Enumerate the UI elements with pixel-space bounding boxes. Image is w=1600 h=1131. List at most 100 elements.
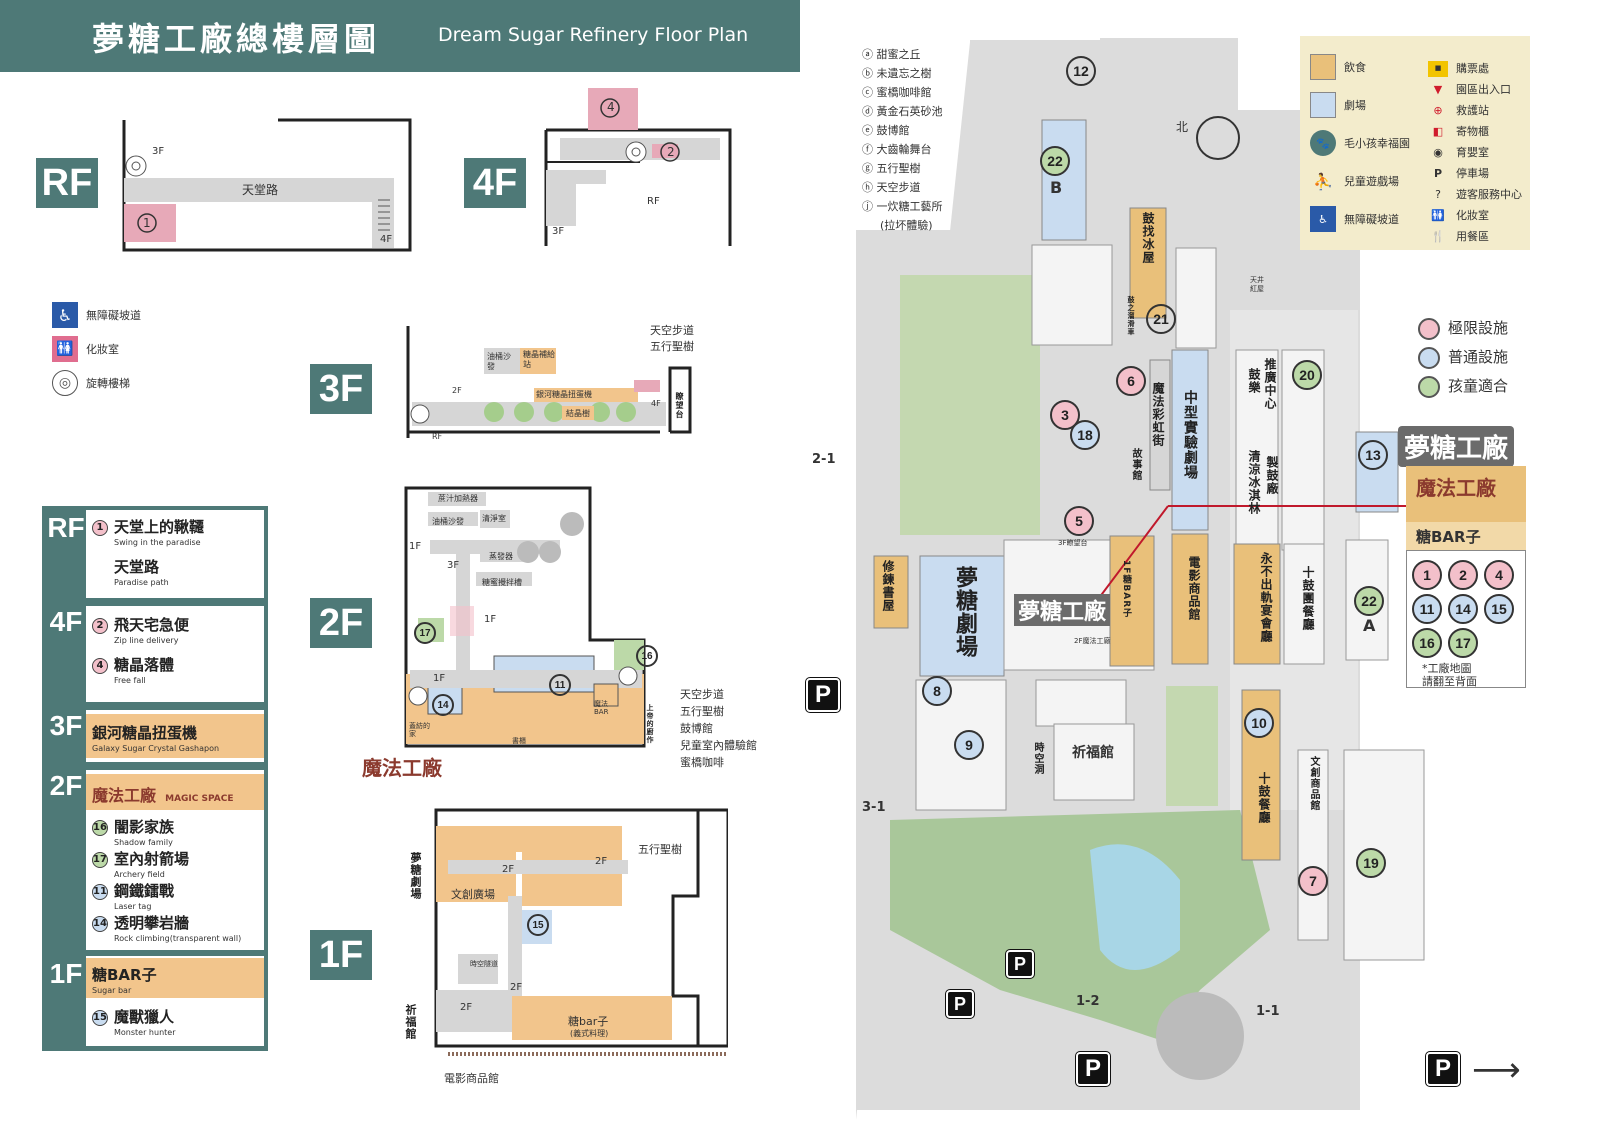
legend-spiral-stair: ◎ 旋轉樓梯 [52, 370, 141, 396]
1f-num-15: 15 [527, 914, 549, 936]
4f-to-3f: 3F [552, 226, 565, 237]
restroom-icon: 🚻 [52, 336, 78, 362]
2f-down-1f-c: 1F [433, 673, 446, 684]
left-legend: ♿ 無障礙坡道 🚻 化妝室 ◎ 旋轉樓梯 [52, 302, 141, 396]
parking-icon[interactable]: P [1425, 1051, 1461, 1087]
2f-down-1f-a: 1F [409, 541, 422, 552]
bldg-factory-label: 夢糖工廠 [1014, 594, 1111, 626]
factory-card-magic: 魔法工廠 [1416, 476, 1496, 500]
first-aid-icon: ⊕ [1433, 104, 1443, 117]
playground-icon: ⛹ [1313, 171, 1333, 191]
1f-up-2f-a: 2F [502, 864, 515, 875]
bldg-ice-cream: 清涼冰淇林 [1247, 450, 1261, 515]
factory-num-14: 14 [1448, 594, 1478, 624]
bldg-drum-film: 鼓樂 [1247, 368, 1261, 394]
wheelchair-icon: ♿ [52, 302, 78, 328]
bldg-middle-theater: 中型實驗劇場 [1182, 390, 1198, 480]
2f-climb-home: 蓋紡的家 [409, 722, 430, 738]
facility-10[interactable]: 10 [1244, 708, 1274, 738]
facility-18[interactable]: 18 [1070, 420, 1100, 450]
nursery-icon: ◉ [1433, 146, 1443, 159]
2f-label-honey-cafe: 蜜橋咖啡 [680, 756, 724, 769]
ticket-icon: ■ [1428, 60, 1448, 77]
4f-num-4: 4 [607, 100, 615, 114]
bldg-drum-factory: 製鼓廠 [1265, 456, 1279, 495]
factory-card-bar: 糖BAR子 [1416, 528, 1481, 546]
1f-sugar-bar-sub: (義式料理) [570, 1029, 609, 1038]
2f-cleaner: 清淨室 [482, 514, 506, 523]
facility-6[interactable]: 6 [1116, 366, 1146, 396]
info-icon: ? [1435, 188, 1441, 201]
3f-oil-sofa: 油桶沙發 [487, 352, 511, 371]
4f-floor-plan [544, 88, 732, 246]
3f-crystal-tree: 結晶樹 [566, 409, 590, 418]
factory-num-16: 16 [1412, 628, 1442, 658]
2f-num-17: 17 [414, 622, 436, 644]
facility-7[interactable]: 7 [1298, 866, 1328, 896]
facility-9[interactable]: 9 [954, 730, 984, 760]
factory-num-15: 15 [1484, 594, 1514, 624]
3f-observation: 瞭望台 [675, 392, 684, 419]
2f-num-14: 14 [432, 694, 454, 716]
3f-floor-plan [406, 326, 692, 438]
facility-8[interactable]: 8 [922, 676, 952, 706]
2f-magic-bar: 魔法BAR [594, 700, 609, 716]
1f-up-2f-d: 2F [460, 1002, 473, 1013]
2f-num-16: 16 [636, 645, 658, 667]
floor-tag-2f: 2F [310, 598, 372, 648]
2f-label-kids-indoor: 兒童室內體驗館 [680, 739, 757, 752]
1f-up-2f-c: 2F [510, 982, 523, 993]
facility-22b[interactable]: 22 [1040, 146, 1070, 176]
bldg-ten-drum: 十鼓團餐廳 [1301, 566, 1315, 631]
3f-gashapon: 銀河糖晶扭蛋機 [536, 390, 592, 399]
gate-1-1: 1-1 [1256, 1004, 1280, 1019]
entrance-icon: ▼ [1433, 83, 1443, 96]
parking-icon[interactable]: P [805, 677, 841, 713]
factory-card-title: 夢糖工廠 [1398, 426, 1515, 467]
gate-3-1: 3-1 [862, 800, 886, 815]
facility-5[interactable]: 5 [1064, 506, 1094, 536]
2f-sugar-mixer: 糖蜜攪拌槽 [482, 578, 522, 587]
wheelchair-icon: ♿ [1310, 206, 1336, 232]
2f-oil-sofa: 油桶沙發 [432, 517, 464, 526]
parking-icon[interactable]: P [1005, 949, 1035, 979]
facility-13[interactable]: 13 [1358, 440, 1388, 470]
1f-tunnel: 時空隧道 [470, 960, 498, 968]
facility-12[interactable]: 12 [1066, 56, 1096, 86]
facility-20[interactable]: 20 [1292, 360, 1322, 390]
floor-tag-4f: 4F [464, 158, 526, 208]
facility-legend: 極限設施 普通設施 孩童適合 [1418, 314, 1508, 401]
bldg-culture-shop: 文創商品館 [1308, 756, 1319, 811]
dining-icon [1310, 54, 1336, 80]
parking-icon[interactable]: P [945, 989, 975, 1019]
extreme-swatch [1418, 317, 1440, 340]
2f-label-sky-walk: 天空步道 [680, 688, 724, 701]
gate-2-1: 2-1 [812, 452, 836, 467]
facility-21[interactable]: 21 [1146, 304, 1176, 334]
facility-22b-letter: B [1050, 178, 1063, 197]
2f-num-11: 11 [549, 674, 571, 696]
factory-num-4: 4 [1484, 560, 1514, 590]
1f-prayer-hall: 祈福館 [404, 1004, 417, 1040]
facility-22a[interactable]: 22 [1354, 586, 1384, 616]
parking-icon[interactable]: P [1075, 1051, 1111, 1087]
factory-card: 夢糖工廠 魔法工廠 糖BAR子 1 2 4 11 14 15 16 17 *工廠… [1398, 426, 1526, 688]
bldg-movie-shop: 電影商品館 [1187, 556, 1201, 621]
rf-path-label: 天堂路 [242, 183, 279, 197]
2f-upper-mom: 上帝的廚作 [646, 704, 654, 744]
factory-note-2: 請翻至背面 [1422, 675, 1477, 688]
1f-up-2f-b: 2F [595, 856, 608, 867]
facility-19[interactable]: 19 [1356, 848, 1386, 878]
3f-stair-2f: 2F [452, 386, 462, 395]
bldg-red-warehouse: 天井紅屋 [1250, 276, 1264, 293]
2f-magic-factory-label: 魔法工廠 [362, 756, 442, 780]
kids-swatch [1418, 375, 1440, 398]
compass-icon [1196, 116, 1240, 160]
